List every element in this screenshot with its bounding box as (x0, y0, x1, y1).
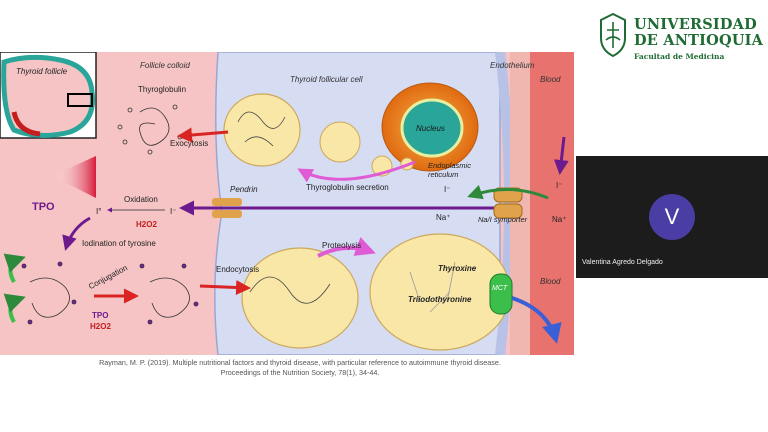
label-endothelium: Endothelium (490, 61, 535, 70)
label-nucleus: Nucleus (416, 124, 445, 133)
iodination-arrow (62, 216, 91, 251)
iodinated-thyroglobulin-mid (139, 263, 199, 325)
label-tg-secretion: Thyroglobulin secretion (306, 183, 389, 192)
label-iodide-2: I⁻ (444, 185, 450, 194)
endocytosis-arrow (199, 280, 251, 295)
university-crest-icon (600, 12, 626, 58)
label-thyroglobulin: Thyroglobulin (138, 85, 186, 94)
label-blood-top: Blood (540, 75, 561, 84)
inset-label: Thyroid follicle (16, 67, 68, 76)
conjugation-green-arrow-2 (3, 293, 26, 323)
citation-line-1: Rayman, M. P. (2019). Multiple nutrition… (99, 358, 501, 367)
label-exocytosis: Exocytosis (170, 139, 208, 148)
label-h2o2: H2O2 (136, 220, 157, 229)
lysosome-vesicle (369, 233, 511, 351)
label-mct: MCT (492, 285, 508, 292)
mct-transporter (489, 273, 513, 315)
blood-vessel (530, 52, 574, 355)
tpo-wedge (52, 156, 96, 198)
label-na-1: Na⁺ (436, 213, 450, 222)
university-logo: UNIVERSIDAD DE ANTIOQUIA Facultad de Med… (598, 12, 763, 64)
label-thyroid-cell: Thyroid follicular cell (290, 75, 363, 84)
label-endocytosis: Endocytosis (216, 265, 259, 274)
label-iodide-3: I⁻ (556, 181, 562, 190)
label-na-2: Na⁺ (552, 215, 566, 224)
hormone-release-arrow (511, 296, 562, 344)
participant-name: Valentina Agredo Delgado (582, 259, 663, 266)
label-follicle-colloid: Follicle colloid (140, 61, 190, 70)
university-name-line2: DE ANTIOQUIA (634, 32, 764, 49)
endocytosed-vesicle (241, 247, 359, 349)
label-tpo: TPO (32, 201, 55, 213)
label-tpo-2: TPO (92, 311, 108, 320)
label-symporter: Na/I symporter (478, 215, 528, 224)
vesicle-upper (223, 93, 301, 167)
conjugation-green-arrow-1 (3, 253, 26, 283)
exocytosis-arrow (177, 127, 229, 143)
proteolysis-arrow (317, 237, 376, 258)
participant-video-tile[interactable]: V Valentina Agredo Delgado (576, 156, 768, 278)
secretion-arrow (297, 160, 416, 183)
faculty-name: Facultad de Medicina (634, 52, 725, 61)
university-name-line1: UNIVERSIDAD (634, 16, 757, 33)
label-er-line1: Endoplasmic (428, 161, 471, 170)
label-iodination: Iodination of tyrosine (82, 239, 156, 248)
label-thyroxine: Thyroxine (438, 264, 477, 273)
iodide-uptake-arrow (553, 136, 569, 175)
slide-diagram: Thyroid follicle Follicle colloid Thyroi… (0, 52, 574, 355)
pendrin-channel (212, 198, 242, 206)
label-pendrin: Pendrin (230, 185, 258, 194)
inset-thyroid-follicle: Thyroid follicle (0, 52, 97, 139)
secretory-vesicle-1 (319, 121, 361, 163)
label-iodine-0: I° (96, 207, 101, 216)
label-blood-bottom: Blood (540, 277, 561, 286)
label-iodide-1: I⁻ (170, 207, 176, 216)
endothelium-wall (510, 52, 530, 355)
label-h2o2-2: H2O2 (90, 322, 111, 331)
label-proteolysis: Proteolysis (322, 241, 361, 250)
citation-line-2: Proceedings of the Nutrition Society, 78… (220, 368, 380, 377)
label-triiodothyronine: Triiodothyronine (408, 295, 472, 304)
nucleus: Nucleus (381, 82, 479, 172)
label-oxidation: Oxidation (124, 195, 158, 204)
avatar: V (649, 194, 695, 240)
label-er-line2: reticulum (428, 170, 458, 179)
